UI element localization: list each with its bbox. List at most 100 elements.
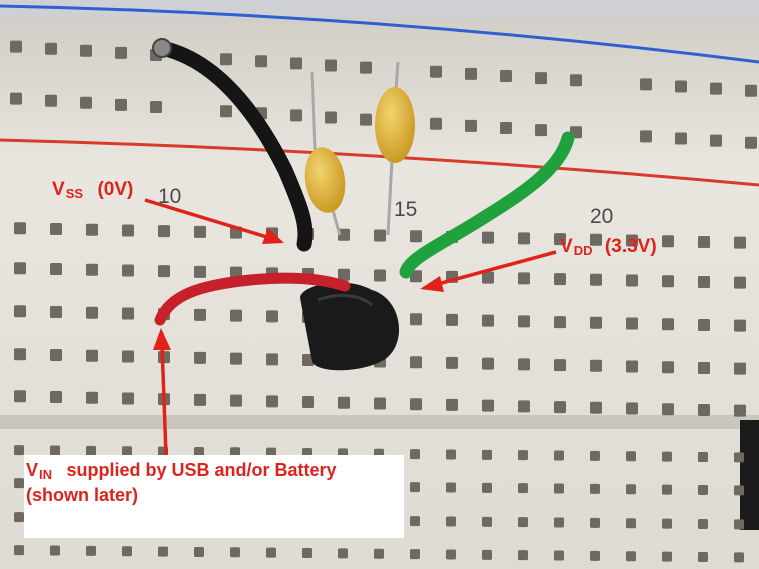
breadboard-hole (86, 545, 96, 556)
black-wire-end (152, 38, 172, 58)
breadboard-hole (14, 390, 26, 403)
breadboard-hole (554, 316, 566, 329)
breadboard-hole (698, 403, 710, 416)
breadboard-hole (194, 265, 206, 278)
black-wire (154, 40, 313, 252)
breadboard-hole (662, 403, 674, 416)
breadboard-hole (482, 271, 494, 284)
breadboard-hole (14, 445, 24, 456)
breadboard-hole (590, 401, 602, 414)
breadboard-hole (255, 55, 267, 68)
breadboard-hole (734, 485, 744, 496)
breadboard-hole (86, 306, 98, 319)
breadboard-hole (662, 451, 672, 462)
breadboard-hole (230, 266, 242, 279)
breadboard-hole (230, 352, 242, 365)
breadboard-hole (518, 550, 528, 561)
breadboard-hole (446, 313, 458, 326)
vin-note: (shown later) (26, 486, 138, 505)
breadboard-hole (194, 308, 206, 321)
breadboard-hole (698, 318, 710, 331)
breadboard-hole (410, 356, 422, 369)
breadboard-hole (446, 356, 458, 369)
breadboard-hole (122, 546, 132, 557)
breadboard-hole (122, 392, 134, 405)
capacitor-right (375, 87, 415, 163)
breadboard-hole (518, 358, 530, 371)
breadboard-hole (266, 547, 276, 558)
breadboard-hole (374, 269, 386, 282)
breadboard-hole (10, 92, 22, 105)
breadboard-hole (122, 264, 134, 277)
breadboard-hole (80, 44, 92, 57)
breadboard-hole (554, 483, 564, 494)
blue-rail-line (0, 4, 759, 64)
breadboard-hole (410, 516, 420, 527)
breadboard-hole (482, 482, 492, 493)
breadboard-hole (590, 273, 602, 286)
breadboard-hole (518, 517, 528, 528)
breadboard-hole (50, 223, 62, 235)
breadboard-hole (410, 313, 422, 326)
breadboard-hole (325, 59, 337, 72)
breadboard-hole (590, 316, 602, 329)
breadboard-hole (302, 548, 312, 559)
breadboard-hole (338, 268, 350, 281)
center-groove (0, 415, 759, 429)
breadboard-hole (590, 550, 600, 561)
annotation-arrows (144, 198, 557, 456)
breadboard-hole (14, 478, 24, 489)
breadboard-hole (86, 223, 98, 236)
breadboard-hole (10, 40, 22, 53)
breadboard-hole (626, 518, 636, 529)
breadboard-hole (482, 314, 494, 327)
breadboard-hole (194, 393, 206, 406)
breadboard-hole (734, 319, 746, 332)
breadboard-hole (710, 134, 722, 147)
breadboard-hole (662, 518, 672, 529)
breadboard-hole (482, 231, 494, 244)
breadboard-hole (430, 65, 442, 78)
red-rail-line (0, 138, 759, 187)
breadboard-hole (662, 275, 674, 288)
breadboard-hole (122, 224, 134, 237)
breadboard-hole (662, 361, 674, 374)
breadboard-hole (446, 482, 456, 493)
breadboard-hole (266, 353, 278, 366)
breadboard-hole (554, 233, 566, 246)
breadboard-hole (698, 275, 710, 288)
breadboard-hole (500, 122, 512, 134)
breadboard-hole (230, 447, 240, 458)
breadboard-hole (410, 482, 420, 493)
breadboard-hole (86, 263, 98, 276)
breadboard-hole (554, 359, 566, 372)
column-label-15: 15 (394, 198, 418, 221)
breadboard-hole (325, 111, 337, 124)
breadboard-hole (86, 445, 96, 456)
breadboard-hole (302, 396, 314, 409)
breadboard-hole (266, 395, 278, 408)
breadboard-hole (535, 72, 547, 85)
vin-arrow-head (153, 328, 171, 350)
column-label-10: 10 (158, 185, 182, 208)
breadboard-hole (374, 548, 384, 559)
breadboard-hole (50, 349, 62, 361)
vdd-label: VDD (3.3V) (560, 237, 657, 257)
capacitor-lead (386, 159, 394, 236)
breadboard-hole (50, 445, 60, 456)
breadboard-hole (266, 310, 278, 323)
vss-subscript: SS (65, 186, 84, 201)
column-label-20: 20 (590, 205, 614, 228)
breadboard-hole (554, 517, 564, 528)
vss-label: VSS (0V) (52, 180, 133, 200)
vdd-symbol: V (560, 236, 573, 257)
breadboard-hole (220, 105, 232, 118)
breadboard-hole (518, 450, 528, 461)
breadboard-hole (86, 391, 98, 404)
breadboard-hole (115, 46, 127, 59)
breadboard-hole (662, 318, 674, 331)
breadboard-hole (50, 306, 62, 318)
breadboard-hole (446, 398, 458, 411)
breadboard-hole (80, 96, 92, 109)
vdd-value: (3.3V) (604, 236, 657, 257)
